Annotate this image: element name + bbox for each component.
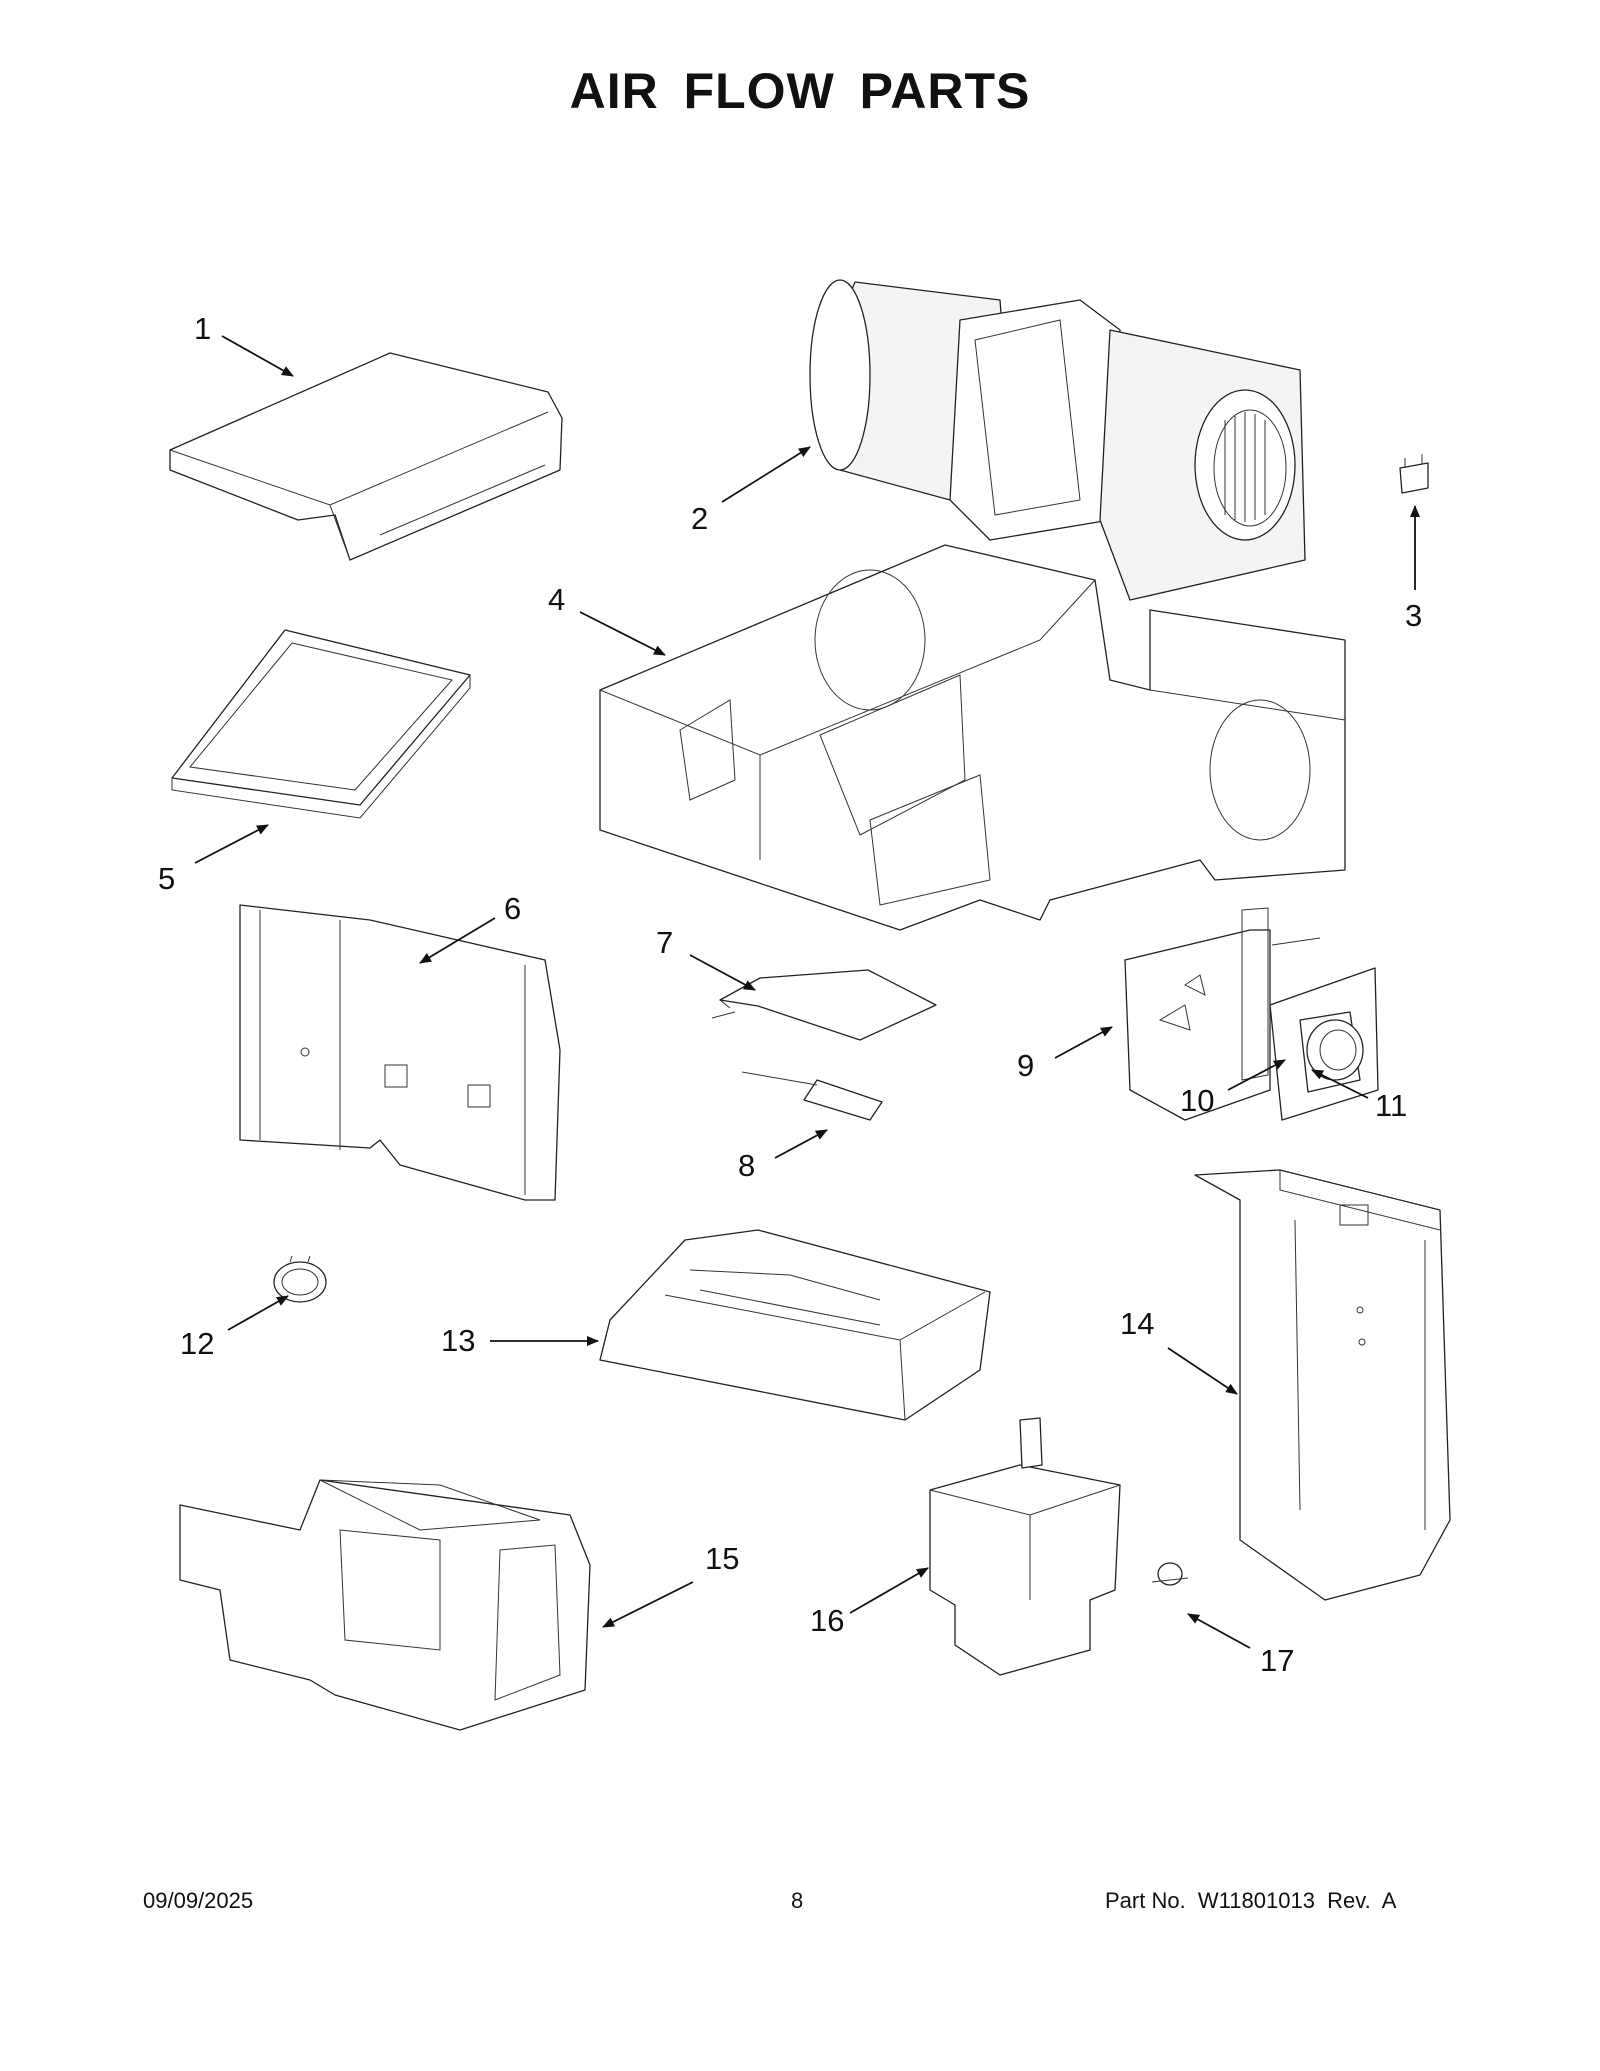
arrow-7: [689, 954, 756, 991]
callout-13: 13: [441, 1323, 476, 1358]
arrow-16: [849, 1567, 929, 1614]
page-title: AIR FLOW PARTS: [569, 63, 1031, 119]
part-17-thermostat: [1151, 1562, 1189, 1586]
part-8-sensor: [741, 1071, 883, 1121]
callout-17: 17: [1260, 1643, 1295, 1678]
callout-16: 16: [810, 1603, 845, 1638]
part-7-plate: [711, 969, 937, 1041]
arrow-2: [721, 446, 811, 503]
part-3-bracket: [1399, 454, 1429, 494]
part-13-grease-filter-tray: [599, 1229, 991, 1421]
arrow-12: [227, 1295, 289, 1331]
callout-3: 3: [1405, 598, 1423, 633]
part-14-side-panel: [1194, 1169, 1451, 1601]
arrow-4: [579, 611, 666, 656]
arrow-10: [1227, 1059, 1286, 1091]
callout-11: 11: [1375, 1088, 1408, 1123]
footer-page-number: 8: [791, 1888, 804, 1913]
callout-10: 10: [1180, 1083, 1215, 1118]
arrow-1: [221, 335, 294, 377]
arrow-8: [774, 1129, 828, 1159]
part-5-filter-frame: [171, 629, 471, 819]
part-2-blower-assembly: [809, 279, 1306, 601]
footer-date: 09/09/2025: [143, 1888, 254, 1913]
footer-part-number: Part No. W11801013 Rev. A: [1105, 1888, 1397, 1913]
part-15-air-duct: [179, 1479, 591, 1731]
callout-14: 14: [1120, 1306, 1155, 1341]
callout-1: 1: [194, 311, 212, 346]
leader-arrows: [194, 335, 1420, 1649]
arrow-17: [1187, 1613, 1251, 1649]
arrow-6: [419, 917, 496, 964]
callout-7: 7: [656, 925, 674, 960]
callout-4: 4: [548, 582, 566, 617]
callout-15: 15: [705, 1541, 740, 1576]
callout-9: 9: [1017, 1048, 1035, 1083]
arrow-15: [602, 1581, 694, 1628]
callout-8: 8: [738, 1148, 756, 1183]
arrow-11: [1311, 1069, 1369, 1099]
callout-6: 6: [504, 891, 522, 926]
arrow-5: [194, 824, 269, 864]
part-12-thermal-fuse: [273, 1255, 327, 1303]
arrow-9: [1054, 1026, 1113, 1059]
part-9-latch-bracket: [1124, 907, 1321, 1121]
callout-12: 12: [180, 1326, 215, 1361]
part-1-duct-cover: [169, 352, 563, 561]
part-6-shield-panel: [239, 904, 561, 1201]
callout-2: 2: [691, 501, 709, 536]
part-16-magnetron: [929, 1417, 1121, 1676]
arrow-14: [1167, 1347, 1238, 1395]
callout-5: 5: [158, 861, 176, 896]
part-4-air-guide-housing: [599, 544, 1346, 931]
